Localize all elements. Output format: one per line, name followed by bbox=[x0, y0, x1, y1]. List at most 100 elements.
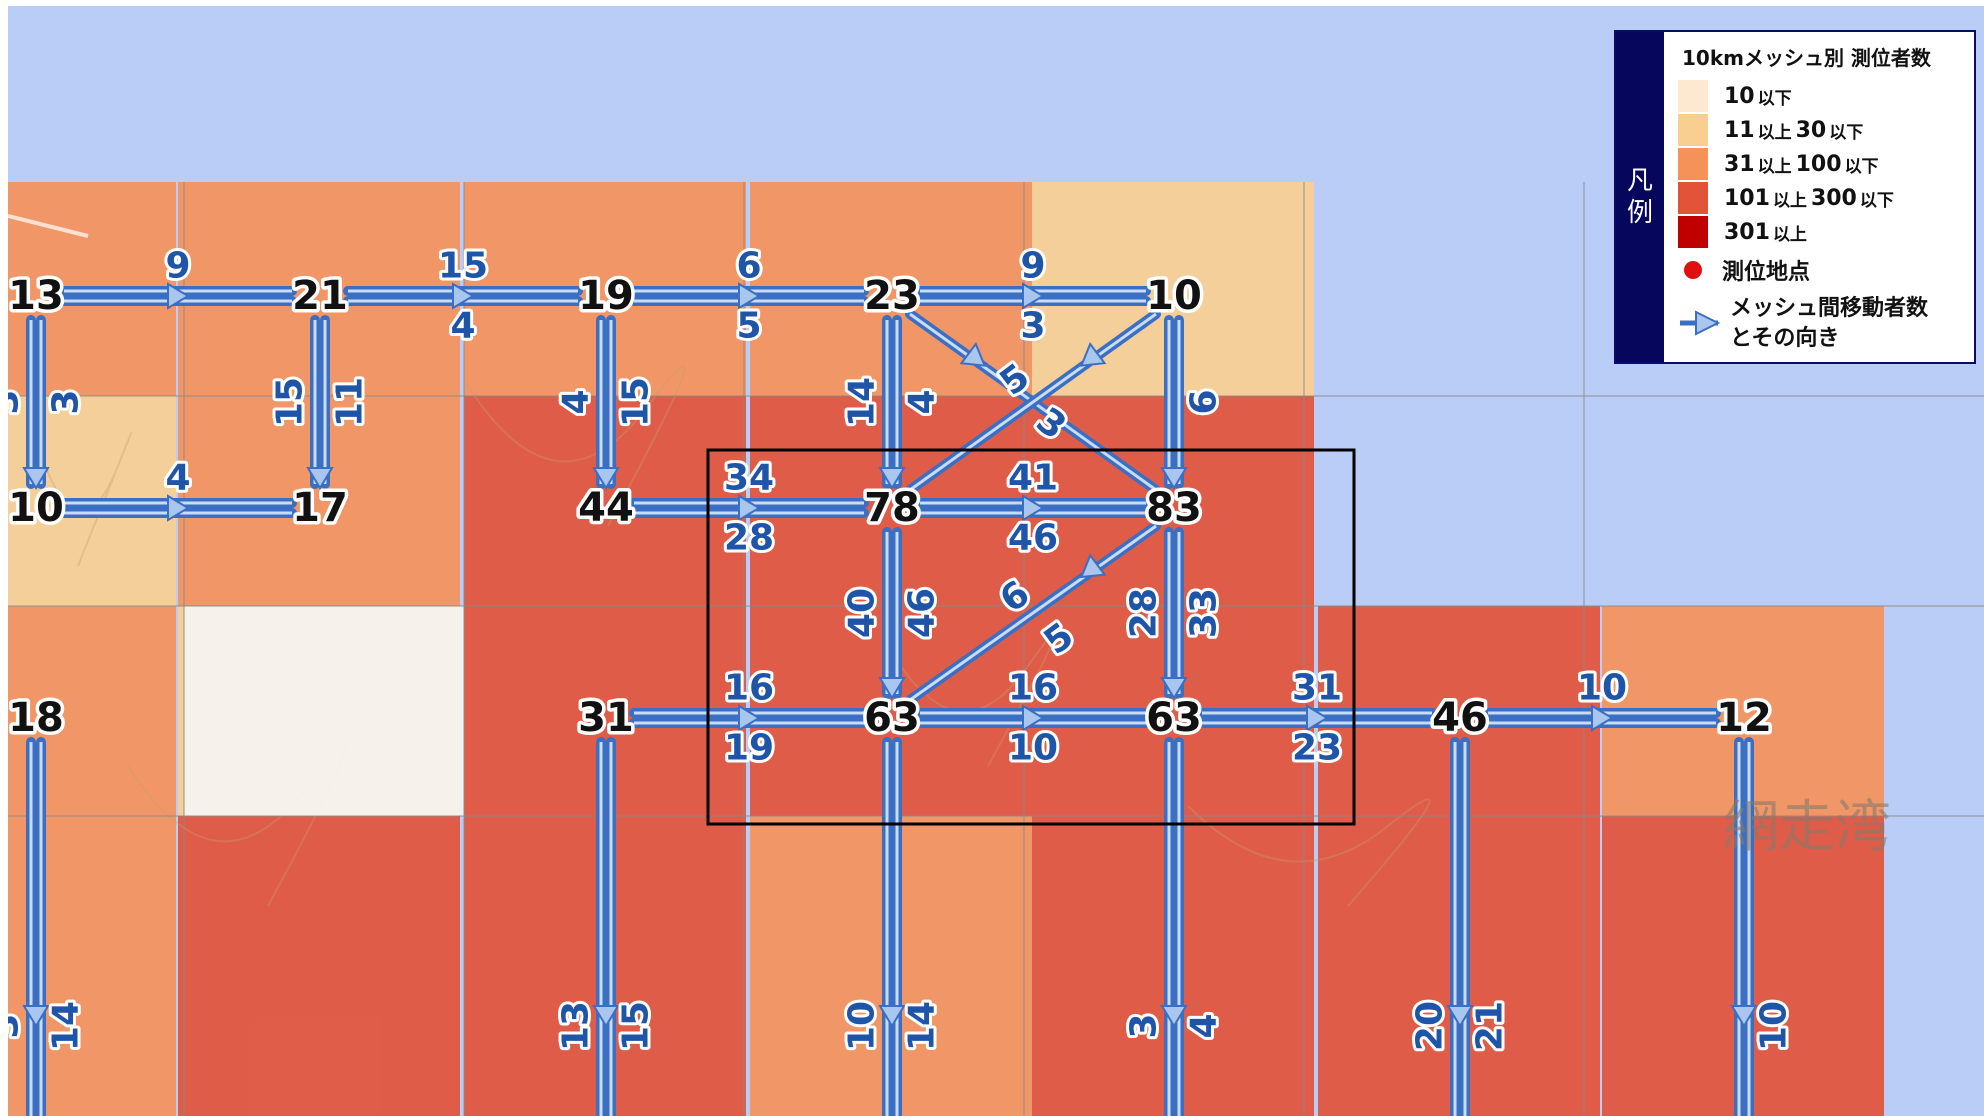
flow-count-label: 23 bbox=[1292, 728, 1342, 769]
place-name-label: 網走湾 bbox=[1723, 795, 1891, 860]
flow-count-label: 28 bbox=[1124, 588, 1165, 638]
flow-count-label: 21 bbox=[1470, 1001, 1511, 1051]
legend-class-3-min: 31 bbox=[1724, 151, 1755, 177]
mesh-count-label: 10 bbox=[1146, 273, 1202, 319]
flow-arrow bbox=[738, 282, 761, 310]
flow-arrow bbox=[1022, 282, 1045, 310]
mesh-count-label: 78 bbox=[864, 485, 920, 531]
flow-count-label: 3 bbox=[1020, 306, 1045, 347]
mesh-count-label: 17 bbox=[292, 485, 348, 531]
flow-count-label: 9 bbox=[1020, 246, 1045, 287]
flow-count-label: 4 bbox=[450, 306, 475, 347]
legend-class-4-min: 101 bbox=[1724, 185, 1770, 211]
flow-count-label: 33 bbox=[1184, 588, 1225, 638]
mesh-count-label: 19 bbox=[578, 273, 634, 319]
flow-count-label: 40 bbox=[842, 588, 883, 638]
contour-line bbox=[1187, 798, 1431, 907]
legend-class-3-max-unit: 以下 bbox=[1844, 156, 1879, 177]
contour-line bbox=[467, 365, 686, 527]
flow-arrow bbox=[738, 494, 761, 522]
flow-count-label: 10 bbox=[842, 1001, 883, 1051]
measurement-point-icon bbox=[1684, 261, 1702, 279]
terrain-patch bbox=[184, 606, 464, 816]
flow-count-label: 10 bbox=[1577, 668, 1627, 709]
flow-count-label: 28 bbox=[724, 518, 774, 559]
mesh-count-label: 31 bbox=[578, 695, 634, 741]
legend-swatch-2 bbox=[1678, 114, 1708, 146]
flow-count-label: 16 bbox=[724, 668, 774, 709]
flow-arrow bbox=[1160, 467, 1188, 490]
flow-count-label: 10 bbox=[1754, 1001, 1795, 1051]
flow-arrow bbox=[878, 1005, 906, 1028]
flow-arrow bbox=[878, 467, 906, 490]
flow-arrow bbox=[592, 1005, 620, 1028]
flow-count-label: 11 bbox=[330, 377, 371, 427]
legend-swatch-3 bbox=[1678, 148, 1708, 180]
flow-line-highlight bbox=[909, 524, 1157, 702]
mesh-count-label: 63 bbox=[864, 695, 920, 741]
flow-count-label: 15 bbox=[438, 246, 488, 287]
flow-arrow bbox=[1022, 704, 1045, 732]
flow-count-label: 13 bbox=[556, 1001, 597, 1051]
mesh-count-label: 23 bbox=[864, 273, 920, 319]
legend-side-label-1: 凡 bbox=[1626, 166, 1653, 196]
flow-count-label: 41 bbox=[1008, 458, 1058, 499]
flow-arrow bbox=[1022, 494, 1045, 522]
flow-count-label: 15 bbox=[616, 377, 657, 427]
flow-count-label: 20 bbox=[1410, 1001, 1451, 1051]
legend-class-4-min-unit: 以上 bbox=[1772, 190, 1807, 211]
flow-arrow-icon bbox=[1680, 310, 1721, 336]
flow-count-label: 14 bbox=[842, 377, 883, 427]
flow-count-label: 3 bbox=[8, 1013, 27, 1038]
legend-point-label: 測位地点 bbox=[1722, 260, 1811, 285]
flow-count-label: 46 bbox=[902, 588, 943, 638]
legend-swatch-4 bbox=[1678, 182, 1708, 214]
flow-count-label: 3 bbox=[1124, 1013, 1165, 1038]
flow-arrow bbox=[878, 677, 906, 700]
flow-arrow bbox=[1591, 704, 1614, 732]
flow-arrow bbox=[738, 704, 761, 732]
flow-count-label: 16 bbox=[1008, 668, 1058, 709]
legend-class-2-min: 11 bbox=[1724, 117, 1755, 143]
mesh-count-label: 44 bbox=[578, 485, 634, 531]
legend-flow: メッシュ間移動者数 とその向き bbox=[1678, 294, 1928, 354]
flow-line-highlight bbox=[909, 312, 1157, 492]
mesh-count-label: 13 bbox=[8, 273, 64, 319]
legend-point: 測位地点 bbox=[1678, 254, 1810, 286]
flow-count-label: 15 bbox=[616, 1001, 657, 1051]
flow-count-label: 14 bbox=[902, 1001, 943, 1051]
flow-arrow bbox=[452, 282, 475, 310]
flow-arrow bbox=[959, 341, 987, 367]
flow-count-label: 9 bbox=[165, 246, 190, 287]
legend-class-4-max: 300 bbox=[1810, 185, 1857, 211]
flow-arrow bbox=[592, 467, 620, 490]
map-canvas: 9154659333151141514464342841464046283316… bbox=[8, 182, 1984, 1116]
legend-class-5-value: 301 bbox=[1724, 219, 1770, 245]
flow-arrow bbox=[1306, 704, 1329, 732]
legend-title: 10kmメッシュ別 測位者数 bbox=[1682, 46, 1931, 70]
legend-class-3-min-unit: 以上 bbox=[1757, 156, 1792, 177]
flow-count-label: 3 bbox=[8, 389, 27, 414]
flow-count-label: 6 bbox=[736, 246, 761, 287]
flow-count-label: 4 bbox=[1184, 1013, 1225, 1038]
focus-rectangle bbox=[706, 448, 1356, 826]
flow-arrow bbox=[1079, 553, 1107, 579]
flow-count-label: 19 bbox=[724, 728, 774, 769]
legend-class-3-max: 100 bbox=[1795, 151, 1842, 177]
flow-count-label: 31 bbox=[1292, 668, 1342, 709]
flow-arrow bbox=[167, 282, 190, 310]
flow-count-label: 4 bbox=[902, 389, 943, 414]
flow-arrow bbox=[1079, 341, 1107, 367]
legend-side-bar: 凡 例 bbox=[1616, 32, 1664, 362]
flow-arrow bbox=[1446, 1005, 1474, 1028]
coastline bbox=[8, 214, 89, 238]
flow-count-label: 5 bbox=[736, 306, 761, 347]
mesh-count-label: 10 bbox=[8, 485, 64, 531]
flow-arrow bbox=[22, 1005, 50, 1028]
mesh-count-label: 83 bbox=[1146, 485, 1202, 531]
flow-count-label: 6 bbox=[1184, 389, 1225, 414]
